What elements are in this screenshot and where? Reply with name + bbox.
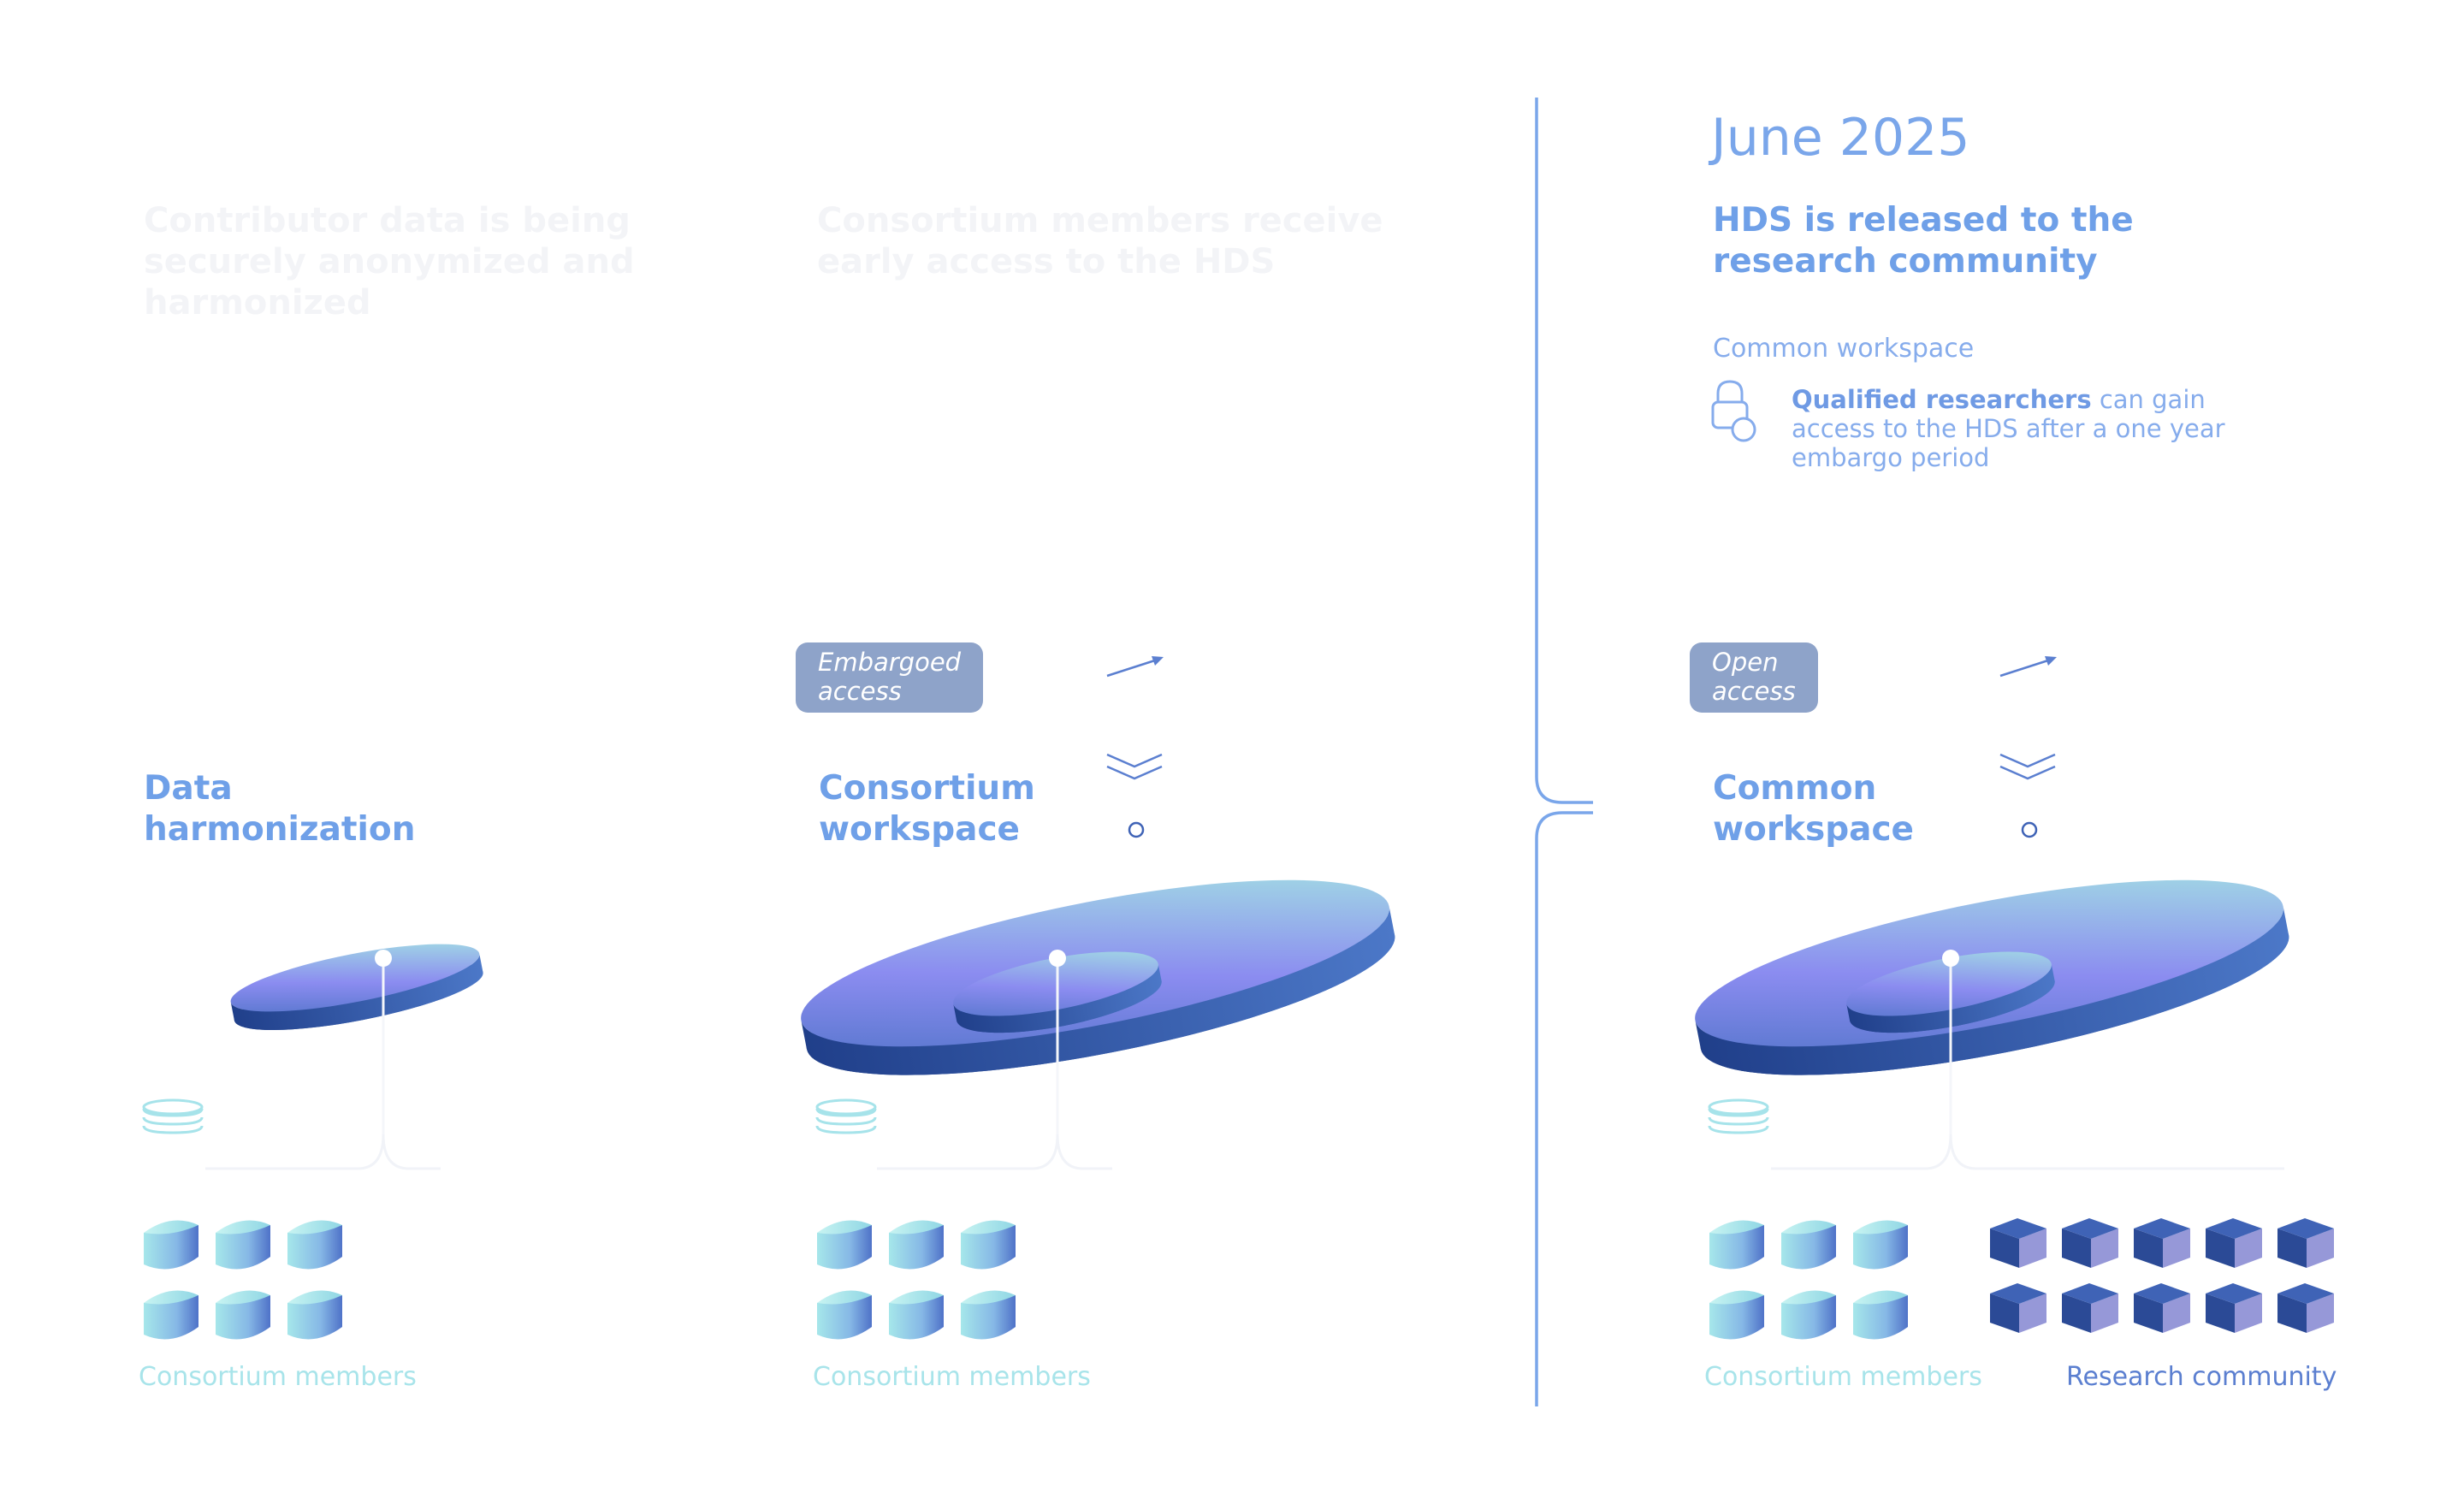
phase-3-headline: HDS is released to the research communit… [1713, 201, 2134, 281]
research-community-cube-icon [2134, 1218, 2190, 1268]
phase-2-member-cylinder-icon [817, 1220, 872, 1270]
phase-2-headline: Consortium members receive early access … [817, 201, 1383, 281]
phase-1-member-cylinder-icon [287, 1220, 342, 1270]
phase-2-chevron-icon [1106, 753, 1163, 780]
phase-1-member-cylinder-icon [216, 1220, 270, 1270]
phase-3-node [1942, 950, 1959, 967]
qualified-researchers-text: Qualified researchers [1792, 385, 2092, 414]
phase-2-node-dot-icon [1128, 821, 1145, 838]
phase-3-member-cylinder-icon [1781, 1220, 1836, 1270]
phase-1-disk [230, 944, 483, 1031]
phase-1-members-label: Consortium members [139, 1362, 417, 1392]
phase-3-node-dot-icon [2021, 821, 2038, 838]
research-community-cube-icon [2134, 1283, 2190, 1333]
phase-2-member-cylinder-icon [889, 1220, 944, 1270]
phase-3-workspace-title: Common workspace [1713, 769, 1915, 849]
phase-2-member-cylinder-icon [817, 1290, 872, 1340]
phase-3-database-stack-icon [1708, 1098, 1769, 1134]
phase-2-member-cylinder-icon [961, 1290, 1016, 1340]
phase-1-database-stack-icon [142, 1098, 204, 1134]
release-date: June 2025 [1711, 108, 1970, 168]
research-community-cube-icon [2277, 1218, 2334, 1268]
common-workspace-label: Common workspace [1713, 334, 1975, 364]
padlock-icon [1711, 380, 1756, 442]
research-community-cube-icon [2277, 1283, 2334, 1333]
phase-2-member-cylinder-icon [889, 1290, 944, 1340]
phase-3-member-cylinder-icon [1853, 1290, 1908, 1340]
research-community-cube-icon [2062, 1283, 2118, 1333]
phase-2-members-label: Consortium members [813, 1362, 1091, 1392]
phase-3-member-cylinder-icon [1781, 1290, 1836, 1340]
phase-3-member-cylinder-icon [1709, 1220, 1764, 1270]
research-community-cube-icon [2062, 1218, 2118, 1268]
phase-3-member-cylinder-icon [1709, 1290, 1764, 1340]
phase-2-member-cylinder-icon [961, 1220, 1016, 1270]
access-note: Qualified researchers can gain access to… [1792, 385, 2271, 472]
access-note-text: can gain access to the HDS after a one y… [1792, 385, 2225, 472]
research-community-cube-icon [1990, 1218, 2046, 1268]
phase-1-member-cylinder-icon [144, 1290, 198, 1340]
phase-2-arrow-icon [1106, 656, 1164, 678]
phase-3-arrow-icon [1999, 656, 2057, 678]
research-community-cube-icon [1990, 1283, 2046, 1333]
phase-2-node [1049, 950, 1066, 967]
phase-1-member-cylinder-icon [287, 1290, 342, 1340]
phase-1-workspace-title: Data harmonization [144, 769, 416, 849]
phase-1-member-cylinder-icon [144, 1220, 198, 1270]
phase-3-members-label: Consortium members [1704, 1362, 1982, 1392]
embargoed-access-badge: Embargoed access [796, 642, 984, 713]
phase-2-workspace-title: Consortium workspace [819, 769, 1035, 849]
research-community-cube-icon [2206, 1283, 2262, 1333]
phase-3-member-cylinder-icon [1853, 1220, 1908, 1270]
phase-1-headline: Contributor data is being securely anony… [144, 201, 635, 323]
open-access-badge: Open access [1690, 642, 1818, 713]
phase-3-chevron-icon [1999, 753, 2056, 780]
timeline-divider [1535, 98, 1593, 1406]
research-community-cube-icon [2206, 1218, 2262, 1268]
phase-2-database-stack-icon [815, 1098, 877, 1134]
phase-1-node [375, 950, 392, 967]
research-community-label: Research community [2066, 1362, 2337, 1392]
phase-1-member-cylinder-icon [216, 1290, 270, 1340]
